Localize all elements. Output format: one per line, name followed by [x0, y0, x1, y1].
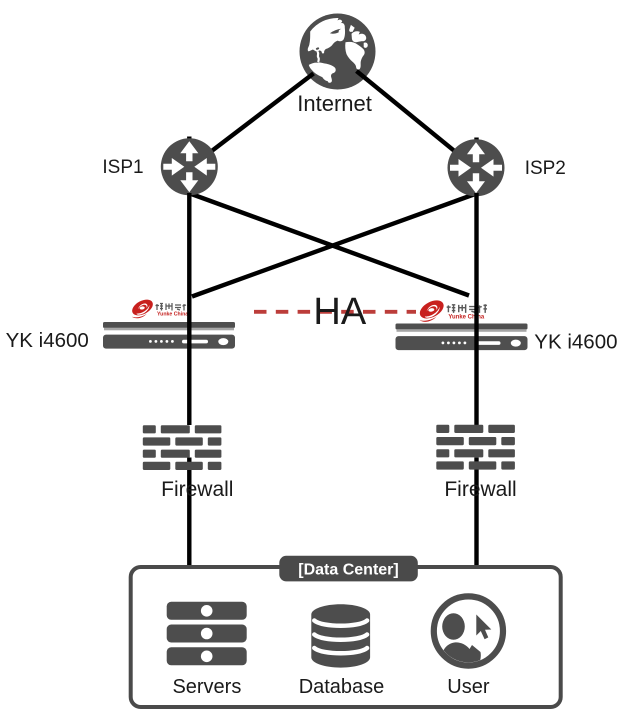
svg-text:Database: Database: [299, 676, 385, 698]
svg-text:Firewall: Firewall: [161, 478, 233, 501]
svg-text:Firewall: Firewall: [444, 478, 516, 501]
svg-text:ISP2: ISP2: [525, 158, 566, 179]
svg-text:YK i4600: YK i4600: [6, 329, 89, 352]
svg-text:YK i4600: YK i4600: [534, 331, 617, 354]
svg-text:HA: HA: [313, 291, 366, 333]
svg-text:Yunke China: Yunke China: [157, 312, 188, 318]
svg-text:[Data Center]: [Data Center]: [298, 562, 398, 579]
svg-text:Internet: Internet: [297, 91, 372, 116]
svg-text:ISP1: ISP1: [102, 157, 143, 178]
svg-text:Yunke China: Yunke China: [448, 315, 485, 321]
svg-text:Servers: Servers: [172, 676, 241, 698]
svg-text:User: User: [447, 676, 490, 698]
